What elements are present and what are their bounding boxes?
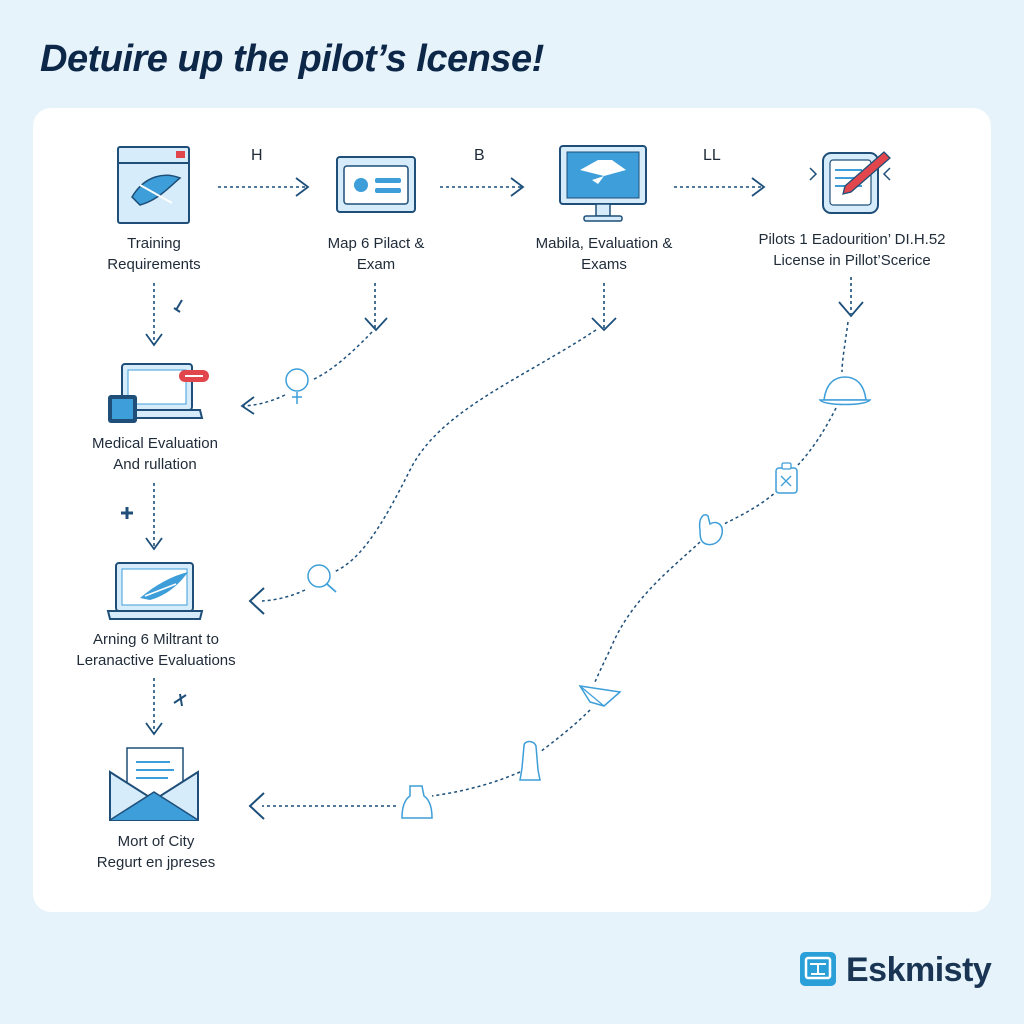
clipboard-icon xyxy=(775,462,798,494)
step-label-map: Map 6 Pilact &Exam xyxy=(327,235,425,273)
paper-plane-icon xyxy=(578,685,622,707)
figure-icon xyxy=(519,740,541,781)
connector-letter-ll: LL xyxy=(703,147,721,164)
ticket-logo-icon xyxy=(800,952,836,986)
connector-arning-down xyxy=(145,678,163,736)
envelope-icon xyxy=(109,747,199,821)
brand-logo: Eskmisty xyxy=(798,948,992,992)
connector-mabila-to-arning xyxy=(248,329,597,615)
pencil-glyph-icon xyxy=(173,299,183,313)
connector-training-down xyxy=(145,283,163,347)
connector-mabila-to-pilots xyxy=(674,177,766,197)
plane-glyph-icon xyxy=(173,693,187,707)
connector-letter-b: B xyxy=(474,147,485,164)
connector-training-to-map xyxy=(218,177,310,197)
connector-map-to-medical xyxy=(240,331,373,415)
pilot-hat-icon xyxy=(818,376,872,406)
connector-map-to-mabila xyxy=(440,177,525,197)
connector-pilots-to-mort xyxy=(248,321,872,820)
laptop-plane-icon xyxy=(106,562,204,620)
license-document-icon xyxy=(809,151,891,214)
exam-card-icon xyxy=(336,156,416,213)
connector-letter-h: H xyxy=(251,147,263,164)
brand-name: Eskmisty xyxy=(846,950,992,989)
plus-glyph-icon xyxy=(121,507,133,519)
bulb-icon xyxy=(285,368,309,404)
laptop-tablet-icon xyxy=(108,363,209,423)
magnifier-icon xyxy=(307,564,337,593)
step-label-mabila: Mabila, Evaluation &Exams xyxy=(535,235,673,273)
hand-icon xyxy=(698,514,724,546)
bottle-icon xyxy=(401,785,433,819)
training-window-icon xyxy=(117,146,190,224)
page-title: Detuire up the pilot’s lcense! xyxy=(40,38,544,80)
monitor-icon xyxy=(559,145,647,222)
connector-medical-down xyxy=(145,483,163,551)
